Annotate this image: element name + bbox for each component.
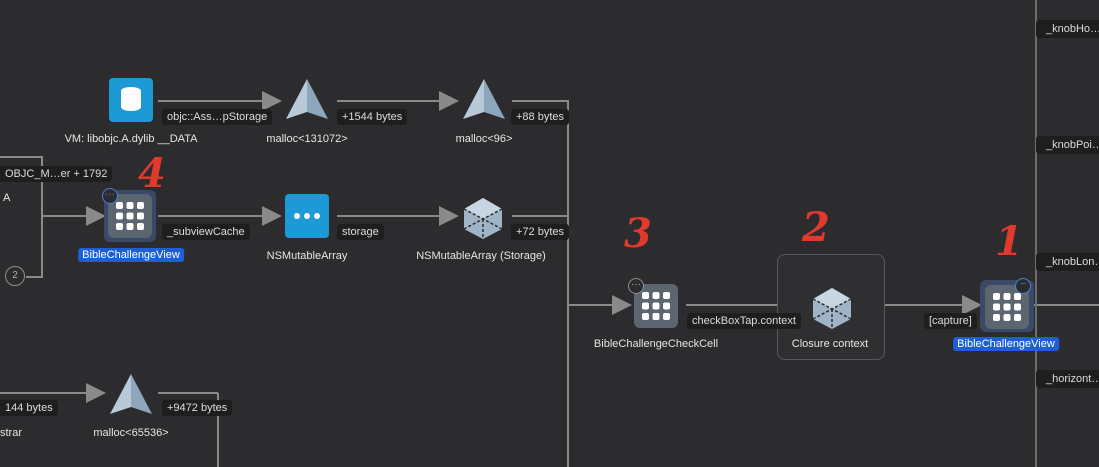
check-cell-label: BibleChallengeCheckCell [593, 338, 719, 350]
edge-label-plus1544: +1544 bytes [337, 109, 408, 125]
edge-label-plus9472: +9472 bytes [162, 400, 233, 416]
vm-node-label: VM: libobjc.A.dylib __DATA [64, 133, 198, 145]
edge-label-subview-cache: _subviewCache [162, 224, 250, 240]
view-left-label[interactable]: BibleChallengeView [78, 248, 184, 262]
right-label-knoblon: _knobLon… [1036, 253, 1099, 271]
malloc-65536-node[interactable] [110, 374, 152, 423]
edge-label-capture: [capture] [924, 313, 977, 329]
malloc-131072-node[interactable] [286, 79, 328, 128]
storage-cube-icon [812, 288, 852, 329]
view-right-more-badge[interactable]: − [1015, 278, 1031, 294]
malloc-block-icon [463, 79, 505, 119]
edge-label-objc-m: OBJC_M…er + 1792 [0, 166, 113, 182]
view-left-node[interactable] [108, 194, 152, 243]
vm-node[interactable] [109, 78, 153, 127]
annotation-3: 3 [624, 210, 652, 257]
malloc-block-icon [110, 374, 152, 414]
left-partial-node-label: A [3, 192, 11, 204]
collection-icon [285, 194, 329, 238]
object-grid-icon [985, 285, 1029, 329]
object-grid-icon [108, 194, 152, 238]
closure-context-node[interactable] [810, 286, 854, 335]
view-right-label[interactable]: BibleChallengeView [953, 337, 1059, 351]
annotation-4: 4 [138, 150, 166, 197]
edge-label-plus72: +72 bytes [511, 224, 570, 240]
malloc-131072-label: malloc<131072> [266, 133, 348, 145]
edge-label-plus88: +88 bytes [511, 109, 570, 125]
view-left-more-badge[interactable]: ··· [102, 188, 118, 204]
annotation-2: 2 [802, 204, 830, 251]
edge-label-storage: storage [337, 224, 384, 240]
edge-left-bracket [0, 156, 43, 278]
object-grid-icon [634, 284, 678, 328]
edge-label-checkbox-tap: checkBoxTap.context [687, 313, 801, 329]
malloc-block-icon [286, 79, 328, 119]
right-label-horizont: _horizont… [1036, 370, 1099, 388]
storage-cube-icon [463, 198, 503, 239]
nsmutablearray-storage-node[interactable] [461, 196, 505, 245]
edge-malloc96-down [512, 100, 569, 305]
annotation-1: 1 [995, 218, 1023, 265]
malloc-65536-label: malloc<65536> [93, 427, 169, 439]
closure-context-label: Closure context [791, 338, 869, 350]
check-cell-more-badge[interactable]: ··· [628, 278, 644, 294]
nsmutablearray-label: NSMutableArray [266, 250, 348, 262]
check-cell-node[interactable] [634, 284, 678, 333]
right-label-knobpoi: _knobPoi… [1036, 136, 1099, 154]
nsmutablearray-storage-label: NSMutableArray (Storage) [416, 250, 546, 262]
edge-label-left144: 144 bytes [0, 400, 58, 416]
malloc-96-label: malloc<96> [455, 133, 513, 145]
edge-label-objc-storage: objc::Ass…pStorage [162, 109, 273, 125]
vm-region-icon [109, 78, 153, 122]
right-label-knobho: _knobHo… [1036, 20, 1099, 38]
left-partial-strar-label: strar [0, 427, 22, 439]
malloc-96-node[interactable] [463, 79, 505, 128]
nsmutablearray-node[interactable] [285, 194, 329, 243]
view-right-node[interactable] [985, 285, 1029, 334]
collapsed-count-badge[interactable]: 2 [5, 266, 25, 286]
